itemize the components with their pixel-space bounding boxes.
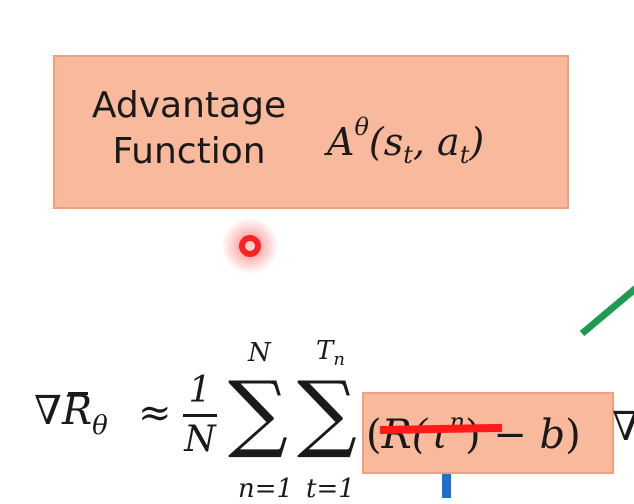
adv-func-sup: θ — [354, 113, 369, 141]
policy-gradient-formula: ∇Rθ ≈ 1 N N ∑ n=1 Tn ∑ t=1 — [0, 336, 634, 504]
highlighted-term-box — [362, 392, 614, 474]
fraction: 1 N — [183, 370, 217, 461]
approx-symbol: ≈ — [138, 390, 172, 436]
adv-func-close: ) — [469, 120, 485, 164]
advantage-function-box: Advantage Function Aθ(st, at) — [53, 55, 569, 209]
adv-func-mid: , a — [412, 120, 460, 164]
inner-open: ( — [366, 412, 382, 458]
sum2-upper-T: T — [316, 336, 334, 366]
advantage-function-expression: Aθ(st, at) — [327, 113, 484, 169]
blue-connector-line — [442, 474, 451, 498]
inner-r: R — [381, 412, 412, 458]
inner-rest: ) − — [464, 412, 540, 458]
adv-func-base: A — [327, 120, 355, 164]
inner-close: ) — [565, 412, 581, 458]
inner-tau: (τ — [411, 412, 450, 458]
adv-func-open: (s — [368, 120, 404, 164]
slide-canvas: Advantage Function Aθ(st, at) ∇Rθ ≈ 1 N … — [0, 55, 634, 504]
adv-func-sub1: t — [403, 141, 413, 169]
sum1-upper-limit: N — [248, 338, 271, 368]
green-connector-line — [579, 272, 634, 337]
advantage-function-label: Advantage Function — [79, 83, 299, 175]
fraction-denominator: N — [184, 419, 216, 460]
adv-func-sub2: t — [459, 141, 470, 169]
advantage-label-line1: Advantage — [91, 85, 287, 126]
sum2-upper-sub: n — [333, 349, 345, 370]
inner-b: b — [539, 412, 566, 458]
trailing-nabla: ∇ — [612, 404, 634, 450]
fraction-numerator: 1 — [188, 370, 212, 411]
laser-pointer-dot — [239, 235, 261, 257]
nabla-symbol: ∇ — [34, 388, 62, 434]
sum1-symbol: ∑ — [228, 363, 288, 461]
fraction-bar — [183, 414, 217, 417]
baseline-term-expression: (R(τn) − b) — [366, 408, 581, 458]
gradient-lhs: ∇Rθ — [34, 388, 108, 441]
r-bar: R — [61, 388, 93, 434]
sum2-lower-limit: t=1 — [306, 474, 355, 504]
advantage-label-line2: Function — [112, 131, 266, 172]
sum2-upper-limit: Tn — [316, 336, 345, 370]
sum1-lower-limit: n=1 — [238, 474, 294, 504]
sum2-symbol: ∑ — [297, 363, 357, 461]
r-sub: θ — [92, 411, 108, 441]
